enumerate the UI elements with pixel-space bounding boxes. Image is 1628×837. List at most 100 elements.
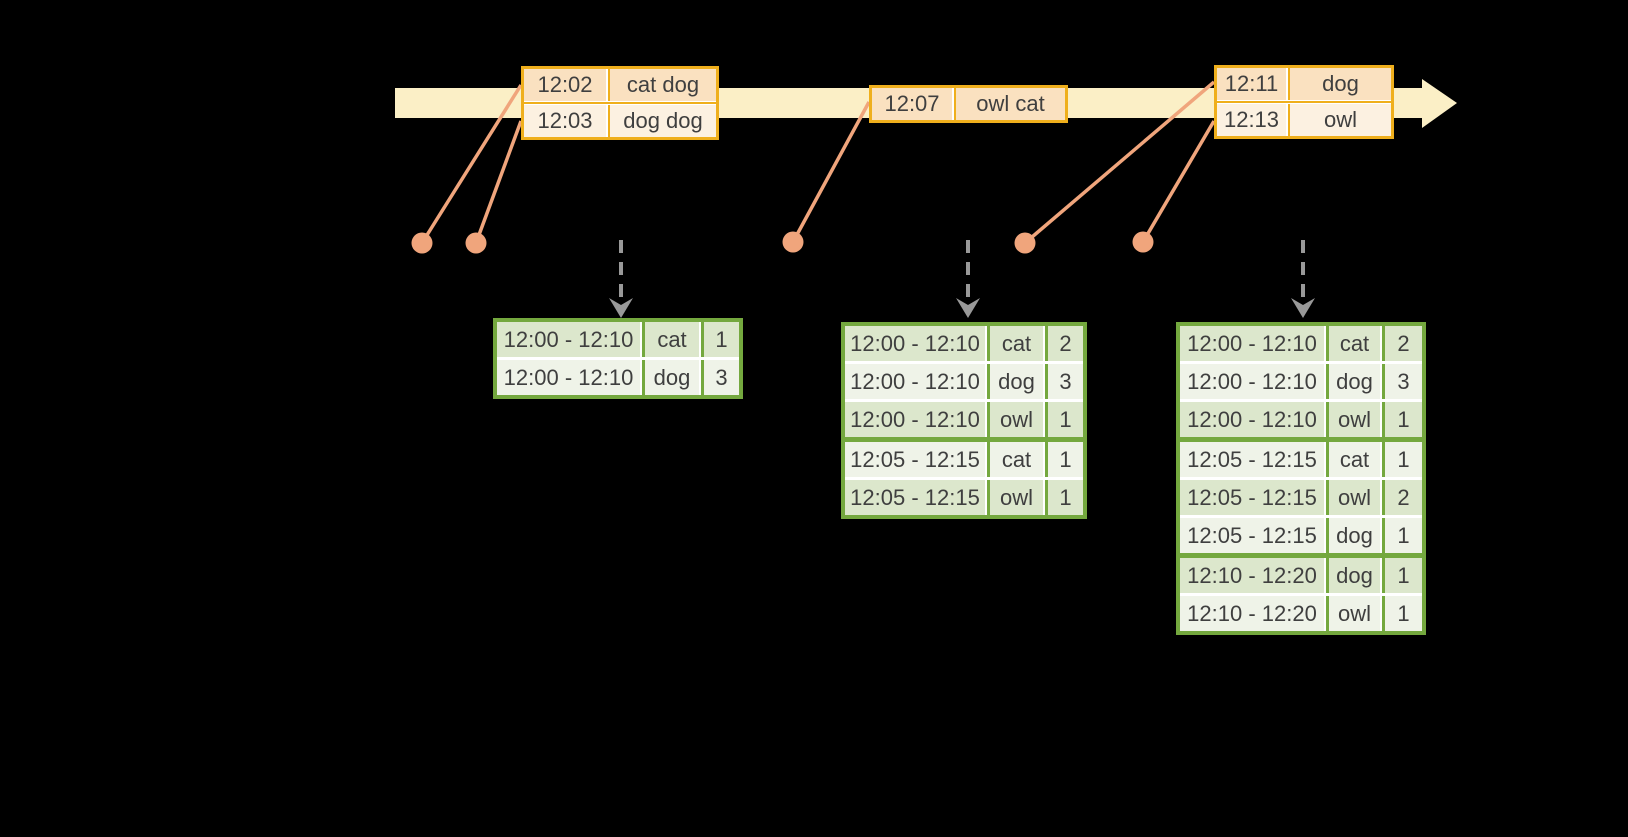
event-connectors [420, 80, 1216, 245]
timeline-arrowhead-icon [1422, 79, 1457, 128]
result-word-cell: cat [987, 326, 1043, 361]
event-time-cell: 12:07 [872, 88, 952, 120]
event-words-cell: dog [1288, 68, 1391, 100]
result-word-cell: dog [642, 360, 699, 395]
result-window-cell: 12:05 - 12:15 [845, 442, 985, 477]
result-count-cell: 1 [1045, 442, 1083, 477]
result-window-cell: 12:05 - 12:15 [1180, 480, 1324, 515]
result-count-cell: 1 [1382, 518, 1422, 553]
result-word-cell: owl [1326, 480, 1380, 515]
event-words-cell: dog dog [608, 105, 716, 137]
event-dots [411, 231, 1154, 254]
event-words-cell: cat dog [608, 69, 716, 101]
event-time-cell: 12:02 [524, 69, 606, 101]
result-count-cell: 2 [1045, 326, 1083, 361]
result-window-cell: 12:00 - 12:10 [497, 360, 640, 395]
result-window-cell: 12:00 - 12:10 [1180, 402, 1324, 437]
connector-1207 [791, 101, 871, 243]
result-window-cell: 12:10 - 12:20 [1180, 558, 1324, 593]
event-row-separator [524, 102, 716, 104]
window-group-separator [1180, 437, 1422, 442]
result-count-cell: 2 [1382, 326, 1422, 361]
result-count-cell: 1 [1382, 596, 1422, 631]
event-dot-1207 [782, 231, 804, 253]
connector-1211 [1023, 80, 1216, 245]
result-word-cell: owl [1326, 596, 1380, 631]
result-row-separator [845, 399, 1083, 402]
result-window-cell: 12:00 - 12:10 [1180, 364, 1324, 399]
result-row-separator [1180, 399, 1422, 402]
result-word-cell: owl [987, 480, 1043, 515]
event-dot-1211 [1014, 232, 1036, 254]
result-count-cell: 3 [701, 360, 739, 395]
result-count-cell: 1 [1045, 402, 1083, 437]
event-time-cell: 12:11 [1217, 68, 1286, 100]
event-words-cell: owl cat [954, 88, 1065, 120]
result-window-cell: 12:00 - 12:10 [845, 402, 985, 437]
event-dot-1213 [1132, 231, 1154, 253]
event-time-cell: 12:03 [524, 105, 606, 137]
result-window-cell: 12:00 - 12:10 [497, 322, 640, 357]
result-word-cell: dog [1326, 518, 1380, 553]
result-count-cell: 2 [1382, 480, 1422, 515]
connector-1203 [474, 120, 523, 244]
result-window-cell: 12:00 - 12:10 [845, 364, 985, 399]
result-window-cell: 12:05 - 12:15 [845, 480, 985, 515]
result-window-cell: 12:00 - 12:10 [845, 326, 985, 361]
result-count-cell: 1 [701, 322, 739, 357]
result-row-separator [845, 361, 1083, 364]
event-time-cell: 12:13 [1217, 104, 1286, 136]
result-word-cell: dog [1326, 364, 1380, 399]
result-count-cell: 1 [1382, 442, 1422, 477]
trigger-arrowhead-icon-1 [609, 298, 633, 318]
window-group-separator [1180, 553, 1422, 558]
event-dot-1202 [411, 232, 433, 254]
result-count-cell: 1 [1045, 480, 1083, 515]
trigger-arrowhead-icon-2 [956, 298, 980, 318]
result-row-separator [497, 357, 739, 360]
result-word-cell: owl [1326, 402, 1380, 437]
result-row-separator [1180, 593, 1422, 596]
result-word-cell: owl [987, 402, 1043, 437]
result-row-separator [845, 477, 1083, 480]
event-row-separator [1217, 101, 1391, 103]
result-word-cell: cat [987, 442, 1043, 477]
result-word-cell: dog [1326, 558, 1380, 593]
trigger-arrowhead-icon-3 [1291, 298, 1315, 318]
result-window-cell: 12:05 - 12:15 [1180, 518, 1324, 553]
result-count-cell: 1 [1382, 558, 1422, 593]
result-window-cell: 12:10 - 12:20 [1180, 596, 1324, 631]
result-count-cell: 3 [1382, 364, 1422, 399]
result-word-cell: cat [1326, 326, 1380, 361]
result-count-cell: 3 [1045, 364, 1083, 399]
result-word-cell: cat [642, 322, 699, 357]
result-row-separator [1180, 477, 1422, 480]
event-dot-1203 [465, 232, 487, 254]
trigger-arrowheads [609, 298, 1315, 318]
result-word-cell: cat [1326, 442, 1380, 477]
